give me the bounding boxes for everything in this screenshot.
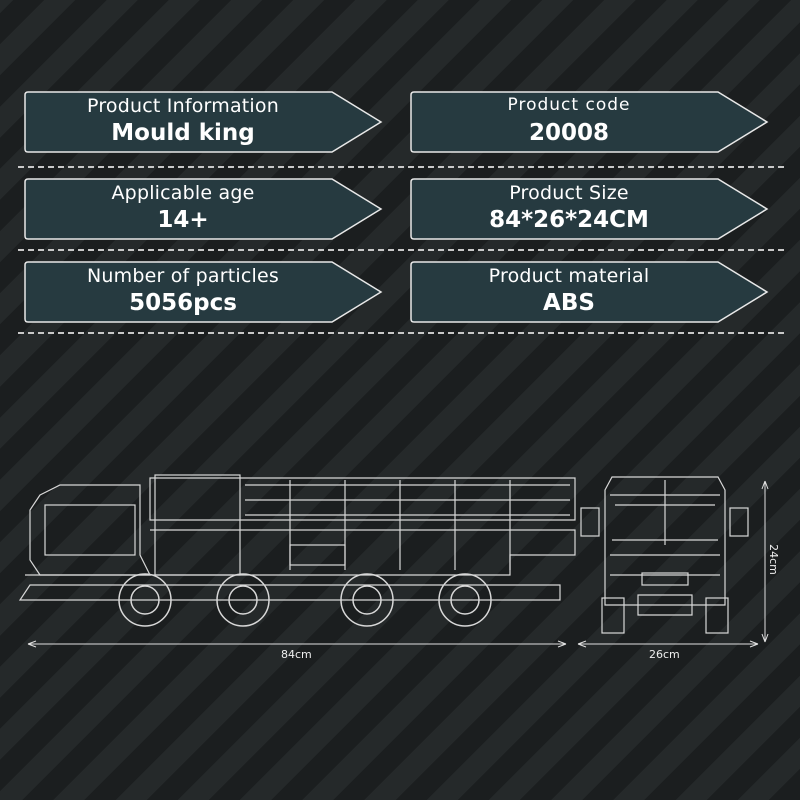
width-label: 26cm bbox=[649, 648, 680, 661]
dimension-lines bbox=[27, 480, 769, 648]
truck-side-view bbox=[18, 474, 576, 627]
panel-value: 20008 bbox=[528, 120, 610, 146]
product-size-panel: Product Size 84*26*24CM bbox=[410, 178, 769, 240]
particles-panel: Number of particles 5056pcs bbox=[24, 261, 383, 323]
divider bbox=[18, 249, 784, 251]
truck-front-view bbox=[580, 476, 749, 634]
divider bbox=[18, 332, 784, 334]
panel-value: 14+ bbox=[157, 207, 209, 233]
panel-value: 84*26*24CM bbox=[489, 207, 649, 233]
product-information-panel: Product Information Mould king bbox=[24, 91, 383, 153]
height-label: 24cm bbox=[766, 544, 780, 575]
material-panel: Product material ABS bbox=[410, 261, 769, 323]
panel-label: Product Information bbox=[87, 95, 279, 117]
length-label: 84cm bbox=[281, 648, 312, 661]
panel-value: 5056pcs bbox=[129, 290, 237, 316]
divider bbox=[18, 166, 784, 168]
panel-value: ABS bbox=[543, 290, 595, 316]
product-code-panel: Product code 20008 bbox=[410, 91, 769, 153]
panel-label: Applicable age bbox=[111, 182, 255, 204]
panel-value: Mould king bbox=[111, 120, 255, 146]
panel-label: Number of particles bbox=[86, 265, 280, 287]
panel-label: Product Size bbox=[509, 182, 629, 204]
applicable-age-panel: Applicable age 14+ bbox=[24, 178, 383, 240]
panel-label: Product material bbox=[488, 265, 650, 287]
panel-label: Product code bbox=[507, 95, 631, 115]
